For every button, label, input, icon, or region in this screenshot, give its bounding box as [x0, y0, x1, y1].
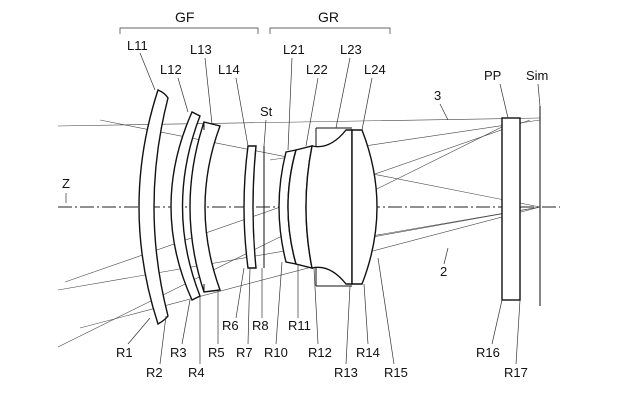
label-r14: R14 [356, 345, 380, 360]
lens-l12 [170, 111, 201, 301]
label-pp: PP [484, 68, 501, 83]
axis-z-label: Z [62, 176, 70, 191]
label-l21: L21 [283, 42, 305, 57]
label-r3: R3 [170, 345, 187, 360]
ray-3-leader [439, 103, 449, 121]
label-r13: R13 [334, 365, 358, 380]
lens-l13 [189, 121, 221, 293]
bracket-gr [269, 27, 391, 34]
label-r6: R6 [222, 318, 239, 333]
ray-2-leader [443, 247, 449, 265]
label-r4: R4 [188, 365, 205, 380]
label-l14: L14 [218, 62, 240, 77]
leader-r7 [247, 267, 251, 345]
group-gf-label: GF [175, 9, 194, 25]
leader-r16 [491, 299, 503, 345]
leader-sim [537, 83, 541, 107]
label-r5: R5 [208, 345, 225, 360]
label-r17: R17 [504, 365, 528, 380]
leader-l12 [177, 77, 189, 113]
leader-stop [263, 119, 267, 147]
label-l22: L22 [306, 62, 328, 77]
label-l11: L11 [127, 38, 148, 53]
leader-l22 [305, 77, 319, 147]
label-r1: R1 [116, 345, 133, 360]
lens-l24 [351, 129, 378, 285]
leader-r13 [345, 285, 351, 365]
leader-r3 [181, 299, 191, 345]
ray-line [57, 117, 541, 127]
label-l12: L12 [160, 62, 182, 77]
leader-r10 [275, 261, 283, 345]
ray-3-label: 3 [434, 88, 441, 103]
leader-l24 [361, 77, 373, 131]
label-r2: R2 [146, 365, 163, 380]
label-r8: R8 [252, 318, 269, 333]
lens-l11 [138, 89, 169, 326]
leader-r2 [159, 315, 167, 365]
leader-r1 [127, 317, 151, 345]
label-r12: R12 [308, 345, 332, 360]
label-l13: L13 [190, 42, 212, 57]
label-sim: Sim [526, 68, 548, 83]
leader-l21 [287, 57, 293, 151]
leader-pp [499, 83, 509, 119]
lens-l14 [243, 145, 257, 269]
bracket-gf [119, 27, 259, 34]
label-r7: R7 [236, 345, 253, 360]
leader-l14 [235, 77, 249, 147]
label-l24: L24 [364, 62, 386, 77]
group-gr-label: GR [318, 9, 339, 25]
label-r11: R11 [288, 318, 311, 333]
label-l23: L23 [340, 42, 362, 57]
label-r10: R10 [264, 345, 288, 360]
leader-l11 [139, 52, 156, 91]
leader-r12 [313, 267, 319, 345]
leader-r17 [515, 299, 521, 365]
label-r16: R16 [476, 345, 500, 360]
surface-labels: R1 R2 R3 R4 R5 R6 R7 R8 R10 R11 R12 R13 … [116, 257, 528, 380]
label-r15: R15 [384, 365, 408, 380]
leader-l13 [204, 57, 213, 125]
plate-pp [501, 117, 521, 301]
leader-r6 [235, 267, 245, 319]
ray-2-label: 2 [440, 264, 447, 279]
leader-r14 [363, 283, 369, 345]
lens-l23 [305, 129, 353, 285]
stop-label: St [260, 104, 273, 119]
leader-r15 [377, 257, 395, 365]
leader-l23 [335, 57, 351, 129]
